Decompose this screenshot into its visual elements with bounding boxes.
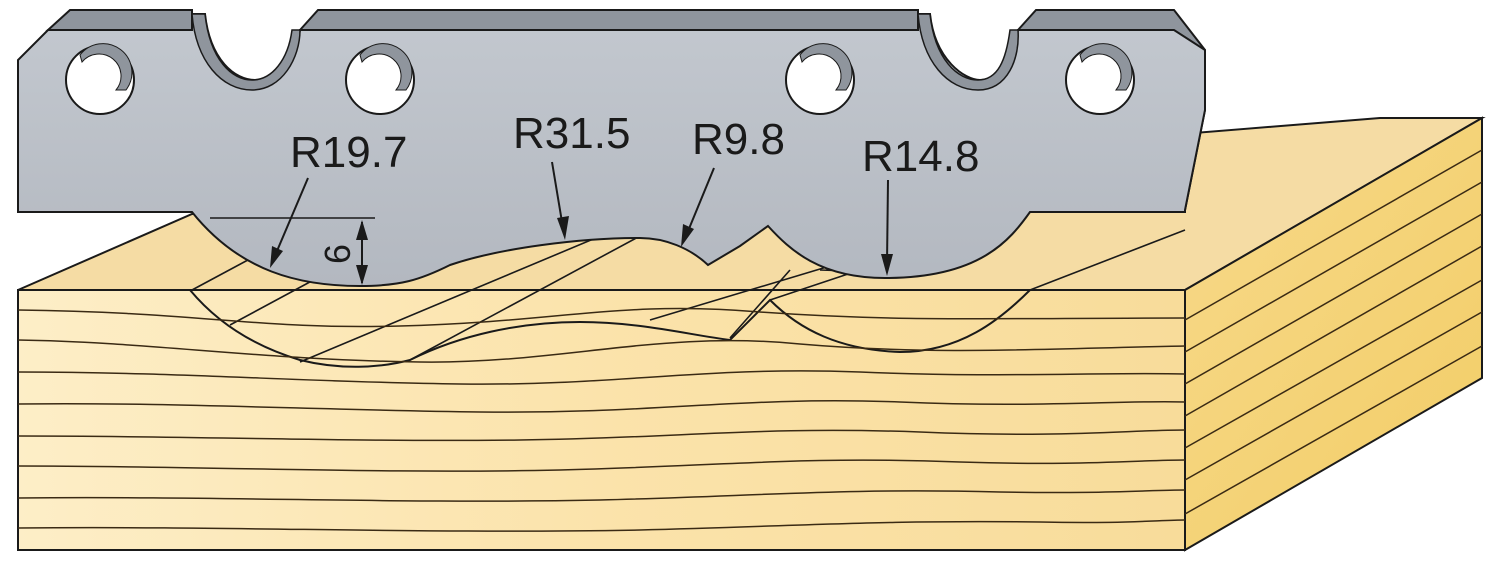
wood-profile-cut xyxy=(189,289,1031,368)
depth-dimension-label: 6 xyxy=(317,243,359,265)
leader-r14-8 xyxy=(886,179,889,265)
leader-r31-5 xyxy=(551,161,564,229)
depth-arrow-top xyxy=(356,220,368,240)
radius-label-r19-7: R19.7 xyxy=(290,128,408,177)
arrow-r9-8 xyxy=(681,224,694,247)
wood-grain-front xyxy=(17,307,1186,532)
radius-label-r9-8: R9.8 xyxy=(692,115,785,164)
wood-grain-side xyxy=(1184,149,1483,515)
arrow-r31-5 xyxy=(557,216,569,240)
knife-notch-left xyxy=(191,13,301,91)
dimension-annotations xyxy=(210,161,893,285)
mounting-hole xyxy=(785,43,855,115)
depth-arrow-bottom xyxy=(356,265,368,285)
wood-front-face xyxy=(17,289,1186,551)
mounting-hole xyxy=(1065,43,1135,115)
radius-label-r14-8: R14.8 xyxy=(862,132,980,181)
knife-notch-right xyxy=(917,13,1019,91)
knife-holes xyxy=(65,43,1135,115)
leader-r9-8 xyxy=(685,167,715,237)
leader-r19-7 xyxy=(273,177,309,259)
arrow-r14-8 xyxy=(881,254,893,276)
mounting-hole xyxy=(345,43,415,115)
mounting-hole xyxy=(65,43,135,115)
radius-label-r31-5: R31.5 xyxy=(513,109,631,158)
arrow-r19-7 xyxy=(270,246,283,268)
